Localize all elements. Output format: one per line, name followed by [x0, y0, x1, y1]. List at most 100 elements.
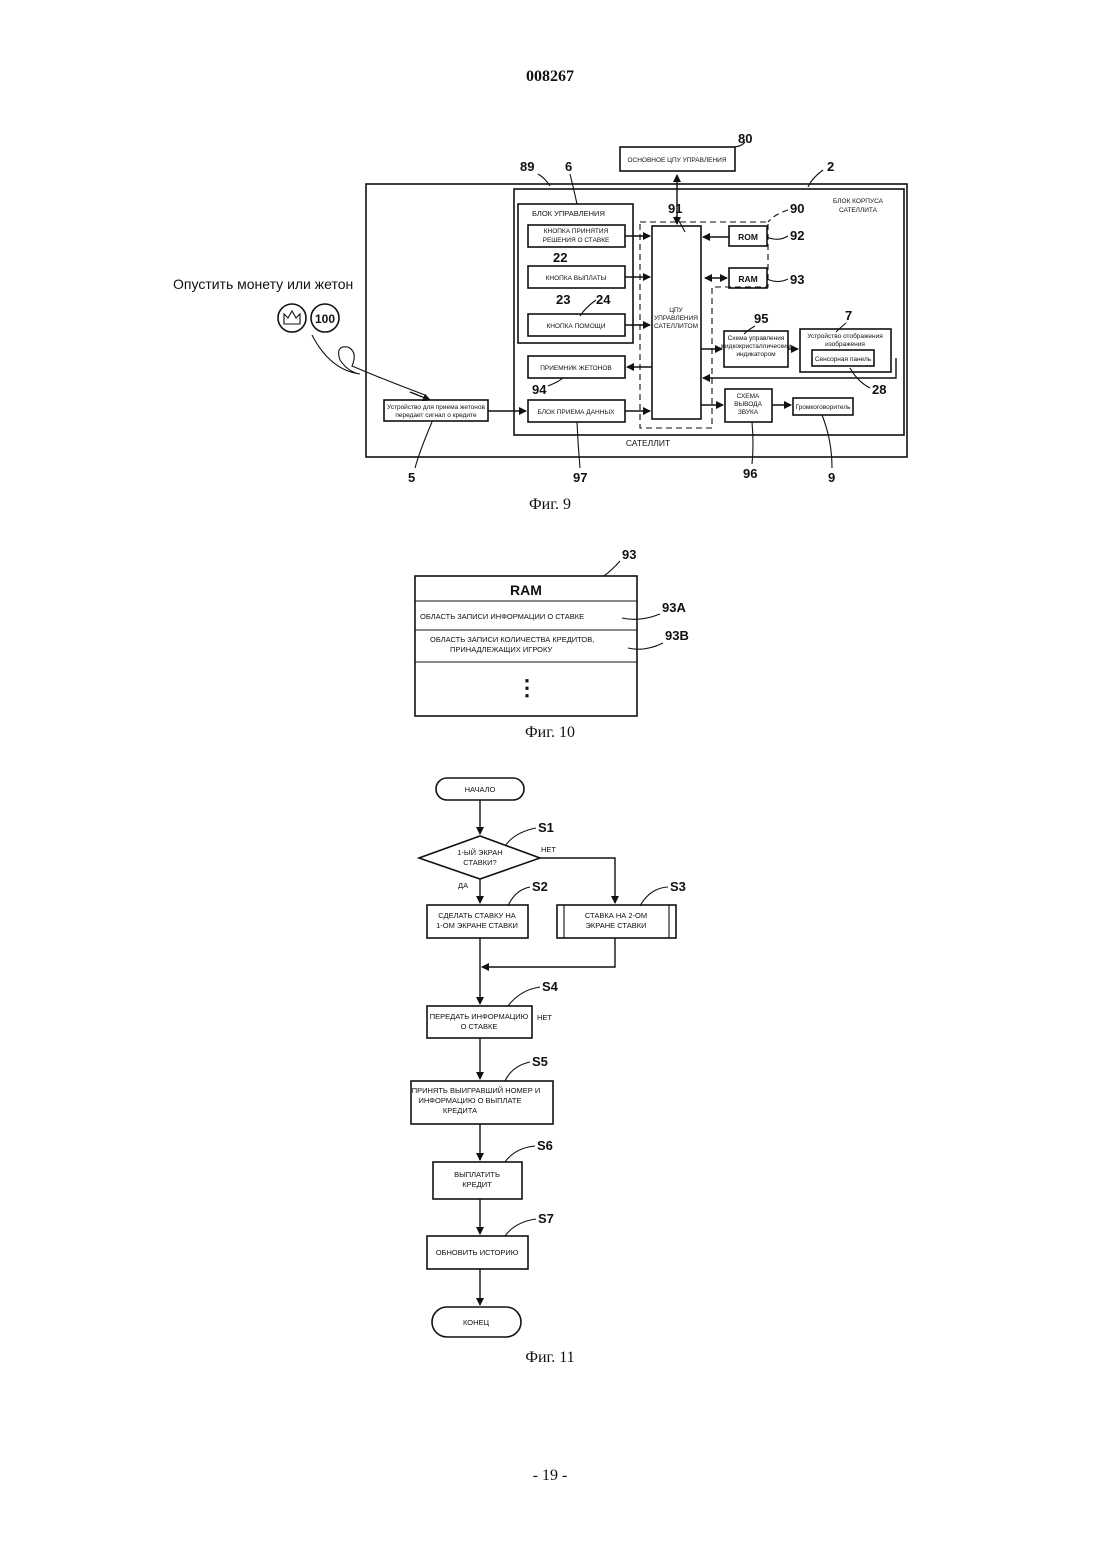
ref-90-leader [768, 210, 788, 222]
ref-93-fig10-leader [604, 561, 620, 576]
insert-coin-text: Опустить монету или жетон [173, 276, 353, 292]
ram-row-b-line1: ОБЛАСТЬ ЗАПИСИ КОЛИЧЕСТВА КРЕДИТОВ, [430, 635, 594, 644]
coin-device-line2: передает сигнал о кредите [395, 412, 477, 419]
help-button-label: КНОПКА ПОМОЩИ [546, 323, 605, 330]
crown-icon [284, 311, 300, 324]
coin-path-curve [312, 335, 425, 395]
lcd-circuit-line2: жидкокристаллическим [721, 343, 792, 350]
ref-96-leader [752, 422, 753, 464]
ref-9: 9 [828, 470, 835, 485]
flow-s3-join [482, 938, 615, 967]
fig9-caption: Фиг. 9 [450, 496, 650, 514]
s3-line1: СТАВКА НА 2-ОМ [585, 911, 647, 920]
ref-91: 91 [668, 201, 682, 216]
flow-s1-s3 [540, 858, 615, 903]
start-label: НАЧАЛО [465, 785, 496, 794]
fig9-diagram: ОСНОВНОЕ ЦПУ УПРАВЛЕНИЯ 80 БЛОК КОРПУСА … [173, 131, 907, 485]
token-receiver-label: ПРИЕМНИК ЖЕТОНОВ [540, 365, 612, 372]
step-label-s1: S1 [538, 820, 554, 835]
ref-93: 93 [790, 272, 804, 287]
ref-93-fig10: 93 [622, 547, 636, 562]
ref-95: 95 [754, 311, 768, 326]
s6-line2: КРЕДИТ [462, 1180, 492, 1189]
s5-line2: ИНФОРМАЦИЮ О ВЫПЛАТЕ [419, 1096, 522, 1105]
cpu-line1: ЦПУ [669, 307, 683, 314]
bet-button-line2: РЕШЕНИЯ О СТАВКЕ [543, 237, 610, 244]
ref-97: 97 [573, 470, 587, 485]
step-label-s3: S3 [670, 879, 686, 894]
ref-95-leader [744, 326, 755, 334]
s5-line1: ПРИНЯТЬ ВЫИГРАВШИЙ НОМЕР И [412, 1086, 541, 1095]
s2-leader [508, 887, 530, 906]
s6-line1: ВЫПЛАТИТЬ [454, 1170, 500, 1179]
crown-coin [278, 304, 306, 332]
ref-2: 2 [827, 159, 834, 174]
decision-line2: СТАВКИ? [463, 858, 496, 867]
sound-circuit-line3: ЗВУКА [738, 409, 759, 416]
fig10-diagram: RAM ОБЛАСТЬ ЗАПИСИ ИНФОРМАЦИИ О СТАВКЕ О… [415, 547, 689, 716]
ref-7: 7 [845, 308, 852, 323]
display-device-line1: Устройство отображения [807, 332, 883, 340]
ref-93-leader [767, 279, 788, 282]
s4-line1: ПЕРЕДАТЬ ИНФОРМАЦИЮ [430, 1012, 529, 1021]
ref-92: 92 [790, 228, 804, 243]
ref-97-leader [577, 422, 580, 468]
s7-label: ОБНОВИТЬ ИСТОРИЮ [436, 1248, 519, 1257]
ref-94-leader [548, 378, 563, 386]
ram-row-b-line2: ПРИНАДЛЕЖАЩИХ ИГРОКУ [450, 645, 552, 654]
ref-9-leader [822, 415, 832, 468]
satellite-body-line2: САТЕЛЛИТА [839, 207, 878, 214]
ref-94: 94 [532, 382, 547, 397]
lcd-circuit-line1: Схема управления [728, 335, 785, 342]
ref-24: 24 [596, 292, 611, 307]
ref-93a: 93A [662, 600, 686, 615]
satellite-label: САТЕЛЛИТ [626, 438, 670, 448]
s5-line3: КРЕДИТА [443, 1106, 477, 1115]
rom-label: ROM [738, 232, 758, 242]
bet-button-line1: КНОПКА ПРИНЯТИЯ [544, 228, 609, 235]
satellite-body-line1: БЛОК КОРПУСА [833, 198, 884, 205]
s5-leader [505, 1062, 530, 1081]
ref-7-leader [836, 323, 846, 332]
ref-6: 6 [565, 159, 572, 174]
ram-label: RAM [738, 274, 757, 284]
s3-leader [640, 887, 668, 906]
fig11-caption: Фиг. 11 [450, 1349, 650, 1367]
s1-leader [505, 828, 536, 846]
ref-23: 23 [556, 292, 570, 307]
s3-line2: ЭКРАНЕ СТАВКИ [585, 921, 646, 930]
s4-line2: О СТАВКЕ [461, 1022, 498, 1031]
ram-table-title: RAM [510, 582, 542, 598]
yes-label: ДА [458, 881, 468, 890]
ref-28: 28 [872, 382, 886, 397]
s2-line1: СДЕЛАТЬ СТАВКУ НА [438, 911, 515, 920]
end-label: КОНЕЦ [463, 1318, 490, 1327]
ref-89: 89 [520, 159, 534, 174]
ref-80: 80 [738, 131, 752, 146]
coin-device-line1: Устройство для приема жетонов [387, 403, 485, 411]
step-label-s2: S2 [532, 879, 548, 894]
ram-row-a: ОБЛАСТЬ ЗАПИСИ ИНФОРМАЦИИ О СТАВКЕ [420, 612, 584, 621]
ref-5-leader [415, 422, 432, 468]
fig10-caption: Фиг. 10 [450, 724, 650, 742]
step-label-s5: S5 [532, 1054, 548, 1069]
ref-93b: 93B [665, 628, 689, 643]
payout-button-label: КНОПКА ВЫПЛАТЫ [546, 275, 607, 282]
touch-panel-label: Сенсорная панель [815, 356, 872, 363]
ref-96: 96 [743, 466, 757, 481]
step-label-s7: S7 [538, 1211, 554, 1226]
main-cpu-label: ОСНОВНОЕ ЦПУ УПРАВЛЕНИЯ [627, 157, 726, 164]
control-unit-label: БЛОК УПРАВЛЕНИЯ [532, 209, 605, 218]
s2-line2: 1-ОМ ЭКРАНЕ СТАВКИ [436, 921, 518, 930]
page-number: - 19 - [0, 1467, 1100, 1485]
s4-leader [508, 987, 540, 1006]
no-label: НЕТ [541, 845, 556, 854]
step-label-s4: S4 [542, 979, 559, 994]
s6-leader [505, 1146, 535, 1162]
fig11-flowchart: НАЧАЛО 1-ЫЙ ЭКРАН СТАВКИ? S1 НЕТ ДА СДЕЛ… [411, 778, 686, 1337]
ref-5: 5 [408, 470, 415, 485]
s4-side-label: НЕТ [537, 1013, 552, 1022]
s7-leader [505, 1219, 536, 1236]
lcd-circuit-line3: индикатором [736, 351, 776, 358]
